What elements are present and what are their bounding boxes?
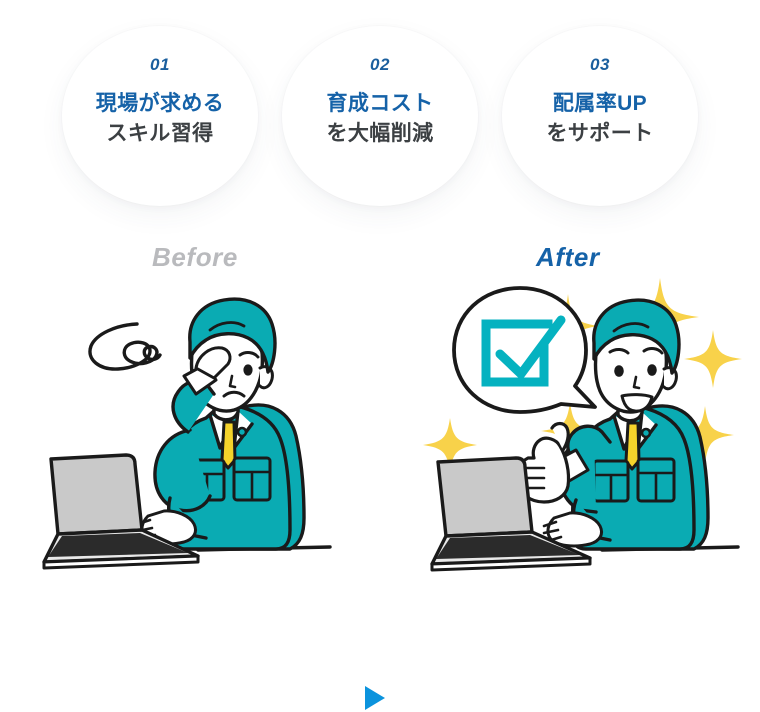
speech-bubble-checkbox-icon [452,286,597,414]
after-label: After [536,242,600,272]
benefit-circles-row: 01 現場が求める スキル習得 02 育成コスト を大幅削減 03 配属率UP … [0,0,760,225]
benefit-headline: 配属率UP [552,92,648,115]
benefit-number: 03 [590,55,610,74]
benefit-number: 02 [370,55,390,74]
benefit-number: 01 [150,55,170,74]
before-illustration [38,272,348,602]
comparison-stage [0,272,760,710]
benefit-circle-3: 03 配属率UP をサポート [502,26,698,206]
benefit-subline: スキル習得 [106,121,214,145]
after-illustration [420,272,750,602]
play-triangle-right-icon [362,684,388,712]
benefit-subline: を大幅削減 [326,121,434,145]
benefit-headline: 育成コスト [326,92,434,115]
benefit-headline: 現場が求める [95,92,225,115]
benefit-subline: をサポート [546,121,654,145]
before-label: Before [152,242,238,272]
confusion-squiggle-icon [88,322,162,371]
thumbs-up-icon [515,421,571,504]
benefit-circle-2: 02 育成コスト を大幅削減 [282,26,478,206]
benefit-circle-1: 01 現場が求める スキル習得 [62,26,258,206]
